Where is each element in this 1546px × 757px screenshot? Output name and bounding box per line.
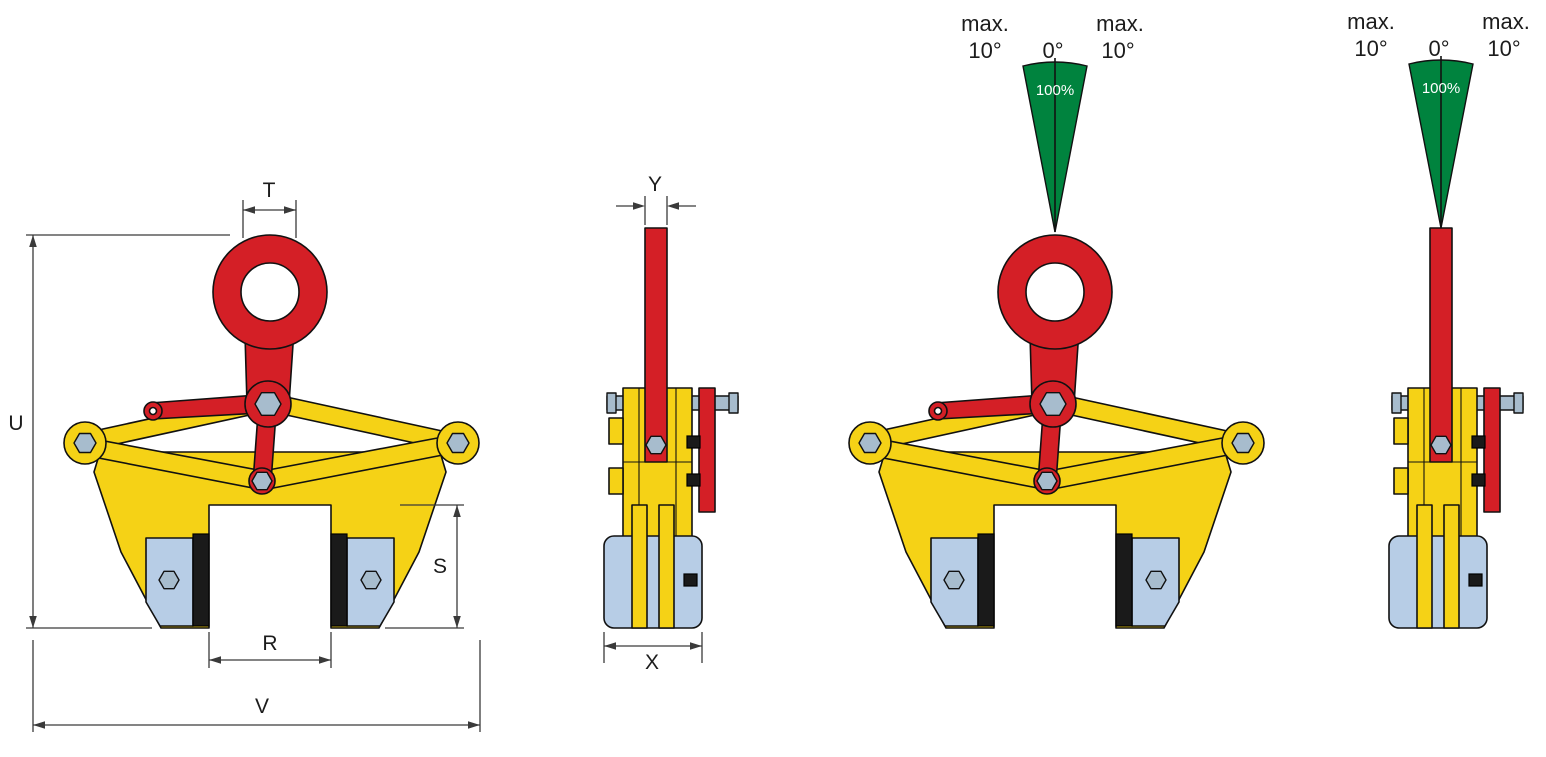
arrowhead	[667, 202, 679, 210]
arrowhead	[633, 202, 645, 210]
arrowhead	[284, 206, 296, 214]
side-clamp-drawing	[1388, 227, 1524, 629]
arrowhead	[29, 616, 37, 628]
max-label-left: max.	[1347, 9, 1395, 34]
side-view-angle: 100% max. max. 10° 0° 10°	[1347, 9, 1530, 629]
arrowhead	[319, 656, 331, 664]
dimension-label-x: X	[645, 651, 659, 674]
front-clamp-drawing	[63, 234, 480, 629]
dimension-R: R	[208, 632, 332, 668]
arrowhead	[33, 721, 45, 729]
dimension-label-s: S	[433, 555, 447, 578]
arrowhead	[690, 642, 702, 650]
arrowhead	[468, 721, 480, 729]
max-label-left: max.	[961, 11, 1009, 36]
dimension-T: T	[242, 179, 297, 238]
angle-label-center: 0°	[1042, 38, 1063, 63]
arrowhead	[209, 656, 221, 664]
load-angle-indicator: 100% max. max. 10° 0° 10°	[1347, 9, 1530, 229]
dimension-label-v: V	[255, 695, 269, 718]
load-percent-label: 100%	[1422, 80, 1460, 97]
arrowhead	[453, 616, 461, 628]
angle-label-center: 0°	[1428, 36, 1449, 61]
load-percent-label: 100%	[1036, 82, 1074, 99]
dimension-U: U	[8, 234, 230, 629]
arrowhead	[453, 505, 461, 517]
dimension-label-u: U	[8, 412, 23, 435]
dimension-V: V	[32, 640, 481, 732]
max-label-right: max.	[1096, 11, 1144, 36]
dimension-label-r: R	[262, 632, 277, 655]
max-label-right: max.	[1482, 9, 1530, 34]
dimension-label-t: T	[263, 179, 276, 202]
angle-label-left: 10°	[1354, 36, 1387, 61]
front-view-angle: 100% max. max. 10° 0° 10°	[848, 11, 1265, 629]
load-angle-indicator: 100% max. max. 10° 0° 10°	[961, 11, 1144, 233]
angle-label-left: 10°	[968, 38, 1001, 63]
front-view-dimensioned: T U S R	[8, 179, 481, 732]
angle-label-right: 10°	[1101, 38, 1134, 63]
dimension-label-y: Y	[648, 173, 662, 196]
side-clamp-drawing	[603, 227, 739, 629]
angle-label-right: 10°	[1487, 36, 1520, 61]
dimension-Y: Y	[616, 173, 696, 225]
front-clamp-drawing	[848, 234, 1265, 629]
arrowhead	[604, 642, 616, 650]
arrowhead	[29, 235, 37, 247]
arrowhead	[243, 206, 255, 214]
dimension-S: S	[385, 504, 464, 629]
dimension-X: X	[603, 632, 703, 674]
side-view-dimensioned: Y X	[603, 173, 739, 674]
